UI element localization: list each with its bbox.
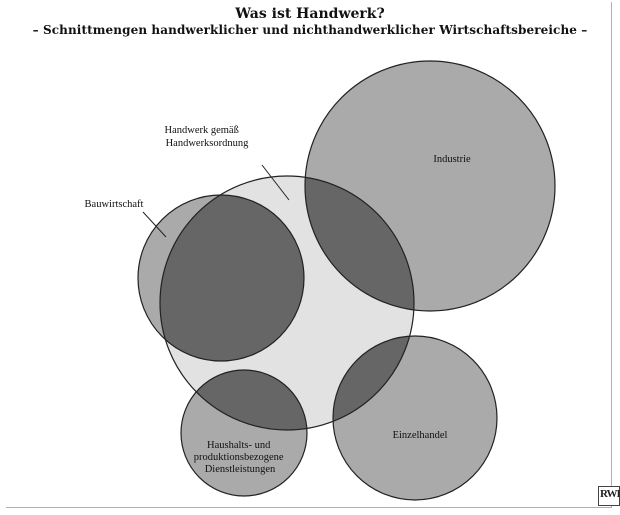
rwi-logo: RWI [598,486,620,506]
label-dienstleistungen: Haushalts- und produktionsbezogene Diens… [194,440,286,475]
diagram-title: Was ist Handwerk? [235,6,385,22]
leader-line-handwerk [261,164,290,201]
label-einzelhandel: Einzelhandel [393,430,448,441]
leader-line-bauwirtschaft [142,211,167,238]
logo-text: RWI [600,488,620,500]
overlap-handwerk-bauwirtschaft [160,195,304,361]
overlap-handwerk-dienstleistungen [181,370,307,430]
overlap-handwerk-einzelhandel [333,336,414,430]
label-bauwirtschaft: Bauwirtschaft [85,199,144,210]
figure-frame [6,2,612,508]
overlap-handwerk-industrie [305,176,414,311]
diagram-subtitle: – Schnittmengen handwerklicher und nicht… [32,23,588,37]
label-handwerk: Handwerk gemäß Handwerksordnung [165,125,250,149]
label-industrie: Industrie [433,154,471,165]
